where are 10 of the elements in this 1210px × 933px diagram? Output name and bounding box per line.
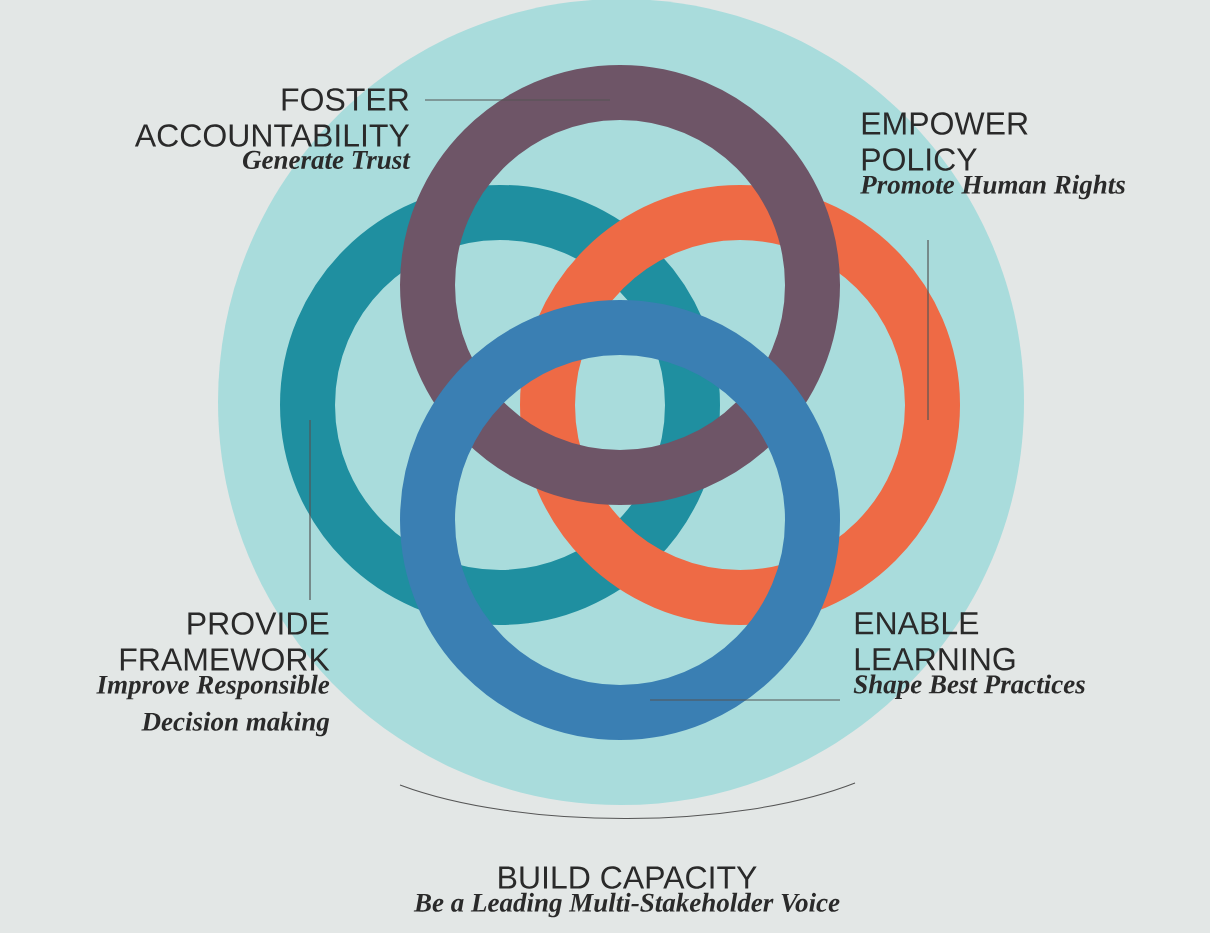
leader-line [309, 419, 311, 601]
leader-line [649, 699, 841, 701]
caption-text: EMPOWER POLICY Promote Human Rights [860, 112, 1125, 200]
caption-text: PROVIDE FRAMEWORK Improve Responsible Decision making [96, 612, 330, 737]
caption-text: FOSTER ACCOUNTABILITY Generate Trust [134, 88, 411, 170]
leader-line [927, 239, 929, 421]
leader-line [424, 99, 611, 101]
ring [400, 300, 840, 740]
caption-text: ENABLE LEARNING Shape Best Practices [853, 612, 1085, 699]
caption-text: BUILD CAPACITY Be a Leading Multi-Stakeholder Voice [413, 866, 840, 918]
